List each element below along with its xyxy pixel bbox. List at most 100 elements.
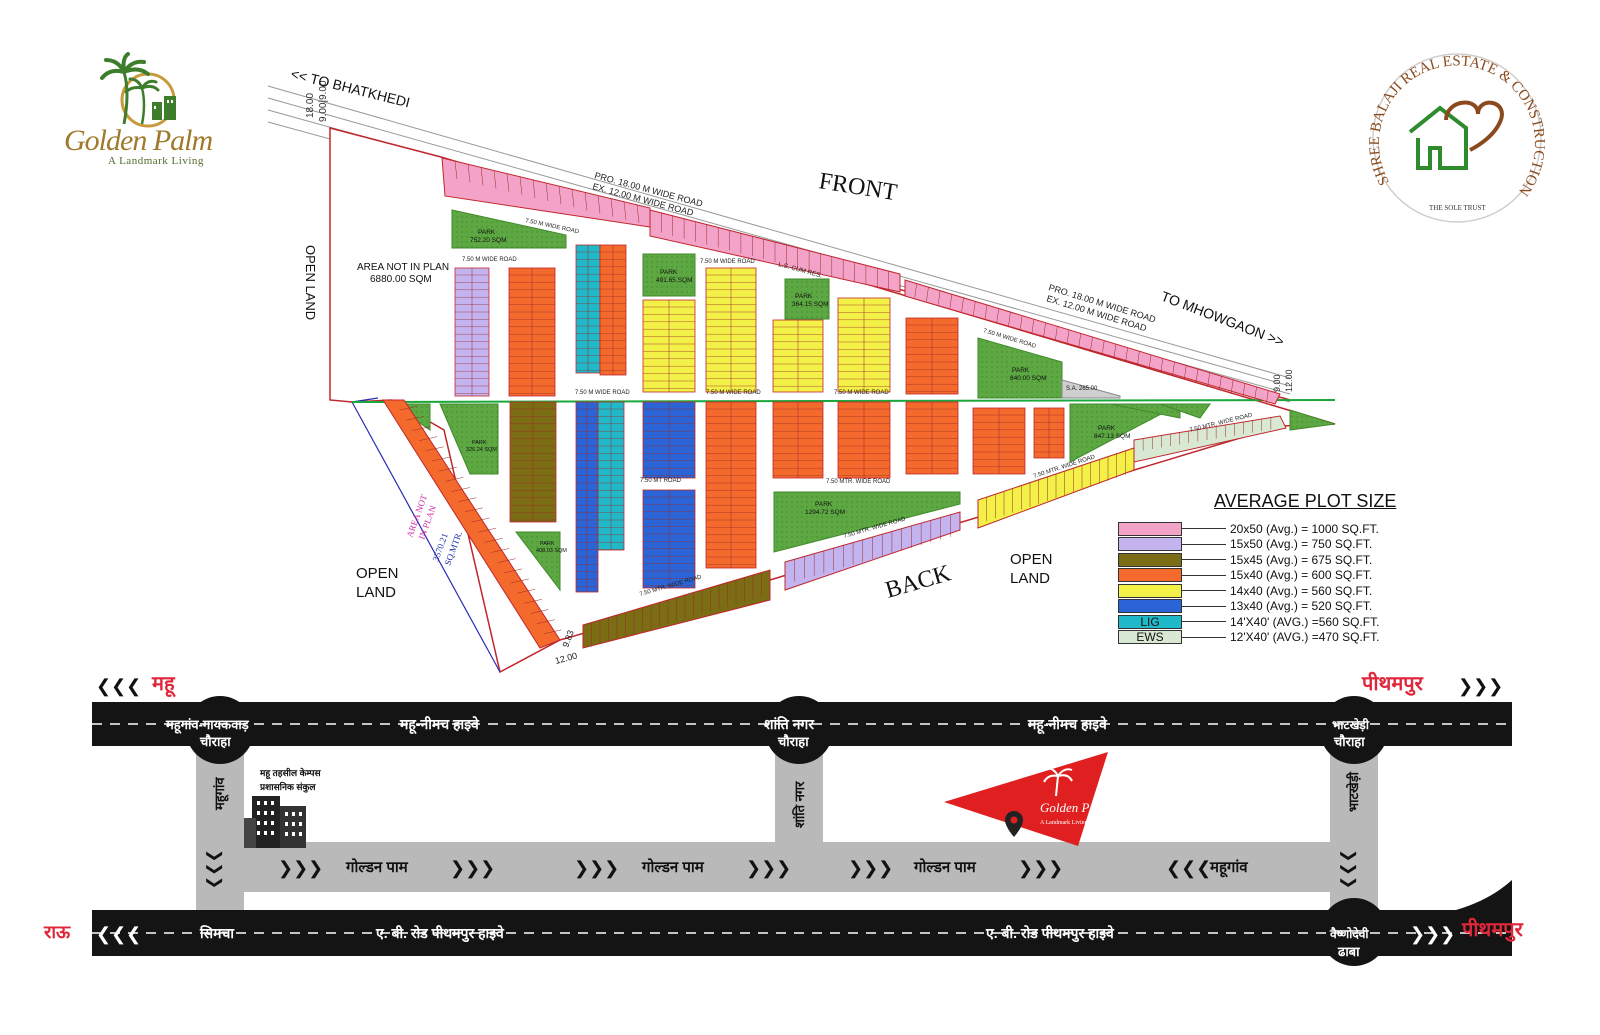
svg-text:1294.72 SQM: 1294.72 SQM [805,509,845,516]
svg-text:PARK: PARK [1098,425,1116,432]
svg-text:7.50 M WIDE ROAD: 7.50 M WIDE ROAD [575,390,630,396]
sa-265 [1061,379,1121,399]
legend-swatch [1118,583,1182,598]
svg-text:❯❯❯: ❯❯❯ [574,858,619,879]
developer-seal: SHREE BALAJI REAL ESTATE & CONSTRUCTION … [1367,53,1547,223]
bottom-highway-label-1: ए. बी. रोड पीथमपुर हाइवे [375,925,505,943]
bottom-highway [92,880,1512,956]
junction-mhowgaon-line2: चौराहा [199,734,231,749]
junction-shanti-line1: शांति नगर [764,716,815,732]
svg-text:9.00: 9.00 [1272,374,1282,392]
town-pithampur-bottom: पीथमपुर [1461,917,1524,942]
open-land-right-2: LAND [1010,570,1050,587]
park-upper-left [451,209,567,249]
svg-text:PARK: PARK [795,293,813,300]
svg-text:491.65 SQM: 491.65 SQM [656,277,693,284]
top-highway-label-1: महू-नीमच हाइवे [399,716,480,735]
park-408 [514,531,561,592]
town-pithampur-top: पीथमपुर [1361,671,1424,696]
brand-name: Golden Palm [64,124,213,157]
town-mhow: महू [151,673,176,698]
bottom-simcha: सिमचा [199,925,235,941]
svg-text:PARK: PARK [540,541,555,547]
svg-text:❯❯❯: ❯❯❯ [450,858,495,879]
svg-text:7.50 M WIDE ROAD: 7.50 M WIDE ROAD [834,390,889,396]
svg-text:❯❯❯: ❯❯❯ [1458,676,1503,697]
area-not-in-plan-value: 6880.00 SQM [370,274,432,285]
pink-plot-dividers [454,161,1269,405]
front-label: FRONT [817,168,899,206]
seal-tag: THE SOLE TRUST [1429,204,1486,212]
svg-text:7.50 MTR. WIDE ROAD: 7.50 MTR. WIDE ROAD [826,479,891,485]
mid-road-label-1: गोल्डन पाम [345,858,409,876]
legend-swatch [1118,552,1182,567]
town-rau: राऊ [43,922,71,942]
legend-leader [1182,559,1226,561]
top-highway-label-2: महू-नीमच हाइवे [1027,716,1108,735]
legend-leader [1182,636,1226,638]
open-land-left: OPEN LAND [303,245,318,320]
legend-label: 13x40 (Avg.) = 520 SQ.FT. [1230,599,1373,614]
svg-text:PARK: PARK [815,501,833,508]
campus-line2: प्रशासनिक संकुल [259,781,316,793]
legend-item: LIG 14'X40' (AVG.) =560 SQ.FT. [1118,614,1379,630]
back-plot-dividers [591,417,1272,647]
svg-text:❯❯❯: ❯❯❯ [1410,924,1455,945]
road-mhowgaon-vertical: महूगांव [212,777,229,811]
legend-label: 15x45 (Avg.) = 675 SQ.FT. [1230,552,1373,567]
legend-swatch [1118,599,1182,614]
legend-swatch [1118,568,1182,583]
legend-swatch: LIG [1118,614,1182,629]
open-land-right-1: OPEN [1010,551,1053,568]
legend-swatch: EWS [1118,630,1182,645]
road-dim-a: 18.00 [305,93,316,118]
legend-item: 14x40 (Avg.) = 560 SQ.FT. [1118,583,1379,599]
legend-item: 15x45 (Avg.) = 675 SQ.FT. [1118,552,1379,568]
legend-leader [1182,590,1226,592]
junction-vaishno-line1: वैष्णोदेवी [1329,927,1369,941]
brand-logo [58,52,228,174]
legend-leader [1182,621,1226,623]
legend-swatch [1118,521,1182,536]
svg-text:12.00: 12.00 [1284,369,1294,392]
park-491 [642,253,696,297]
site-tag: A Landmark Living [1040,820,1088,826]
dim-bottom: 12.00 [554,650,578,665]
svg-text:PARK: PARK [478,229,496,236]
svg-text:PARK: PARK [1012,367,1030,374]
svg-text:840.00 SQM: 840.00 SQM [1010,375,1047,382]
ews-back-plots [1133,415,1287,463]
svg-text:364.15 SQM: 364.15 SQM [792,301,829,308]
junction-bhatkhedi-line1: भाटखेड़ी [1332,718,1370,732]
legend-leader [1182,574,1226,576]
svg-text:7.50 M WIDE ROAD: 7.50 M WIDE ROAD [462,257,517,263]
legend-title: AVERAGE PLOT SIZE [1214,491,1397,511]
left-diagonal-dividers [399,405,562,635]
legend-leader [1182,605,1226,607]
direction-arrows: ❮❮❮ ❯❯❯ ❮❮❮ ❯❯❯ ❯❯❯ ❯❯❯ ❯❯❯ ❯❯❯ ❯❯❯ ❯❯❯ … [96,676,1503,945]
svg-text:PARK: PARK [472,440,487,446]
open-land-bottom-left-1: OPEN [356,565,399,582]
junction-vaishno-line2: ढाबा [1337,944,1360,959]
legend-label: 15x40 (Avg.) = 600 SQ.FT. [1230,568,1373,583]
svg-text:❮❮❮: ❮❮❮ [96,924,141,945]
site-pointer [944,752,1108,846]
plot-size-legend: 20x50 (Avg.) = 1000 SQ.FT.15x50 (Avg.) =… [1118,521,1379,645]
lower-plot-blocks [509,401,1065,593]
svg-text:7.50 M WIDE ROAD: 7.50 M WIDE ROAD [700,259,755,265]
campus-line1: महू तहसील केम्पस [259,767,321,780]
site-palm-icon [1043,767,1073,797]
svg-text:❮❮❮: ❮❮❮ [96,676,141,697]
legend-label: 14'X40' (AVG.) =560 SQ.FT. [1230,614,1380,629]
area-not-in-plan-label: AREA NOT IN PLAN [357,262,449,273]
open-land-bottom-left-2: LAND [356,584,396,601]
vertical-arrows: ❯❯❯ ❯❯❯ [206,849,1357,889]
mid-road-label-2: गोल्डन पाम [641,858,705,876]
to-mhowgaon-label: TO MHOWGAON >> [1159,288,1287,350]
svg-text:S.A. 265.00: S.A. 265.00 [1066,386,1098,392]
legend-leader [1182,528,1226,530]
svg-text:❯❯❯: ❯❯❯ [1018,858,1063,879]
left-diagonal-plots [382,399,561,649]
legend-item: 15x50 (Avg.) = 750 SQ.FT. [1118,537,1379,553]
